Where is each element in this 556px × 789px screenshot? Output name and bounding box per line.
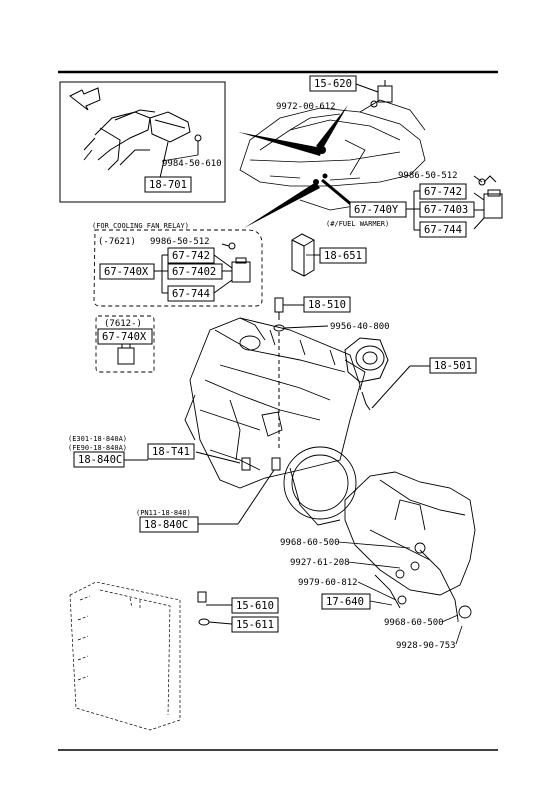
svg-text:15-620: 15-620	[314, 78, 352, 90]
svg-text:67-742: 67-742	[424, 186, 462, 198]
pointer-wedge-3	[316, 105, 348, 150]
label-18-701: 18-701	[144, 176, 192, 193]
radiator-illustration	[69, 581, 181, 731]
label-18-651: 18-651	[319, 247, 367, 264]
car-body-illustration	[239, 99, 426, 211]
label-9984-50-610: 9984-50-610	[162, 159, 222, 169]
note-pn11: (PN11-18-840)	[136, 509, 191, 517]
svg-text:18-840C: 18-840C	[144, 519, 188, 531]
transmission-illustration	[344, 471, 476, 621]
relay-67-740X-icon	[213, 242, 251, 294]
svg-text:15-610: 15-610	[236, 600, 274, 612]
label-9968-60-500-a: 9968-60-500	[280, 538, 340, 548]
label-67-742-right: 67-742	[419, 183, 467, 200]
label-9956-40-800: 9956-40-800	[330, 322, 390, 332]
label-9986-50-512-left: 9986-50-512	[150, 237, 210, 247]
fuel-warmer-relay-icon	[291, 233, 320, 277]
relay-67-740Y-icon	[473, 175, 503, 230]
cooling-fan-relay-group	[93, 229, 263, 373]
label-67-740X-b: 67-740X	[97, 328, 153, 345]
note-e301: (E301-18-840A)	[68, 435, 127, 443]
relay-7612-icon	[117, 341, 135, 365]
svg-text:18-501: 18-501	[434, 360, 472, 372]
svg-text:18-701: 18-701	[149, 179, 187, 191]
label-17-640: 17-640	[321, 593, 371, 610]
note-model-7621: (-7621)	[98, 237, 136, 247]
pointer-wedge-1	[238, 132, 322, 156]
svg-text:67-7402: 67-7402	[172, 266, 216, 278]
engine-illustration	[184, 317, 366, 526]
relay-15-620-icon	[355, 80, 393, 103]
sensor-18-501-icon	[344, 337, 411, 411]
location-dot-1	[318, 146, 326, 154]
label-18-510: 18-510	[303, 296, 351, 313]
location-dot-2	[313, 179, 319, 185]
svg-text:17-640: 17-640	[326, 596, 364, 608]
svg-text:67-740Y: 67-740Y	[354, 204, 399, 216]
note-model-7612: (7612-)	[104, 319, 142, 329]
pointer-wedge-2	[244, 182, 320, 228]
svg-text:15-611: 15-611	[236, 619, 274, 631]
screw-9972-icon	[370, 100, 378, 108]
label-15-620: 15-620	[309, 75, 357, 92]
leader-lines-transmission	[337, 541, 463, 645]
note-cooling-fan-relay: (FOR COOLING FAN RELAY)	[92, 222, 189, 230]
svg-text:18-T41: 18-T41	[152, 446, 190, 458]
label-67-744-left: 67-744	[167, 285, 215, 302]
label-67-7403: 67-7403	[419, 201, 475, 218]
note-fuel-warmer: (#/FUEL WARMER)	[326, 220, 389, 228]
leader-lines-top	[161, 154, 320, 256]
label-9928-90-753: 9928-90-753	[396, 641, 456, 651]
svg-text:18-510: 18-510	[308, 299, 346, 311]
label-67-740X: 67-740X	[99, 263, 155, 280]
label-15-611: 15-611	[231, 616, 279, 633]
label-67-7402: 67-7402	[167, 263, 223, 280]
label-9968-60-500-b: 9968-60-500	[384, 618, 444, 628]
svg-text:67-742: 67-742	[172, 250, 210, 262]
svg-text:67-740X: 67-740X	[104, 266, 149, 278]
direction-arrow-icon	[69, 87, 101, 111]
svg-text:18-651: 18-651	[324, 250, 362, 262]
note-fe90: (FE90-18-840A)	[68, 444, 127, 452]
radiator-cap-icon	[197, 591, 233, 626]
label-18-501: 18-501	[429, 357, 477, 374]
label-9986-50-512-right: 9986-50-512	[398, 171, 458, 181]
label-9927-61-208: 9927-61-208	[290, 558, 350, 568]
svg-text:67-744: 67-744	[172, 288, 210, 300]
svg-text:67-744: 67-744	[424, 224, 462, 236]
label-9972-00-612: 9972-00-612	[276, 102, 336, 112]
label-9979-60-812: 9979-60-812	[298, 578, 358, 588]
svg-text:18-840C: 18-840C	[78, 454, 122, 466]
label-67-742-left: 67-742	[167, 247, 215, 264]
label-15-610: 15-610	[231, 597, 279, 614]
inset-harness-box	[59, 81, 226, 203]
svg-text:67-7403: 67-7403	[424, 204, 468, 216]
switch-18-840C-icons	[122, 451, 281, 525]
label-18-840C-a: 18-840C	[73, 451, 125, 468]
label-67-744-right: 67-744	[419, 221, 467, 238]
label-67-740Y: 67-740Y	[349, 201, 407, 218]
control-module-icon	[149, 111, 191, 143]
location-dot-3	[322, 173, 328, 179]
sensor-18-510-icon	[273, 297, 329, 448]
pointer-wedge-4	[321, 178, 353, 207]
svg-text:67-740X: 67-740X	[102, 331, 147, 343]
label-18-840C-b: 18-840C	[139, 516, 199, 533]
label-18-T41: 18-T41	[147, 443, 195, 460]
